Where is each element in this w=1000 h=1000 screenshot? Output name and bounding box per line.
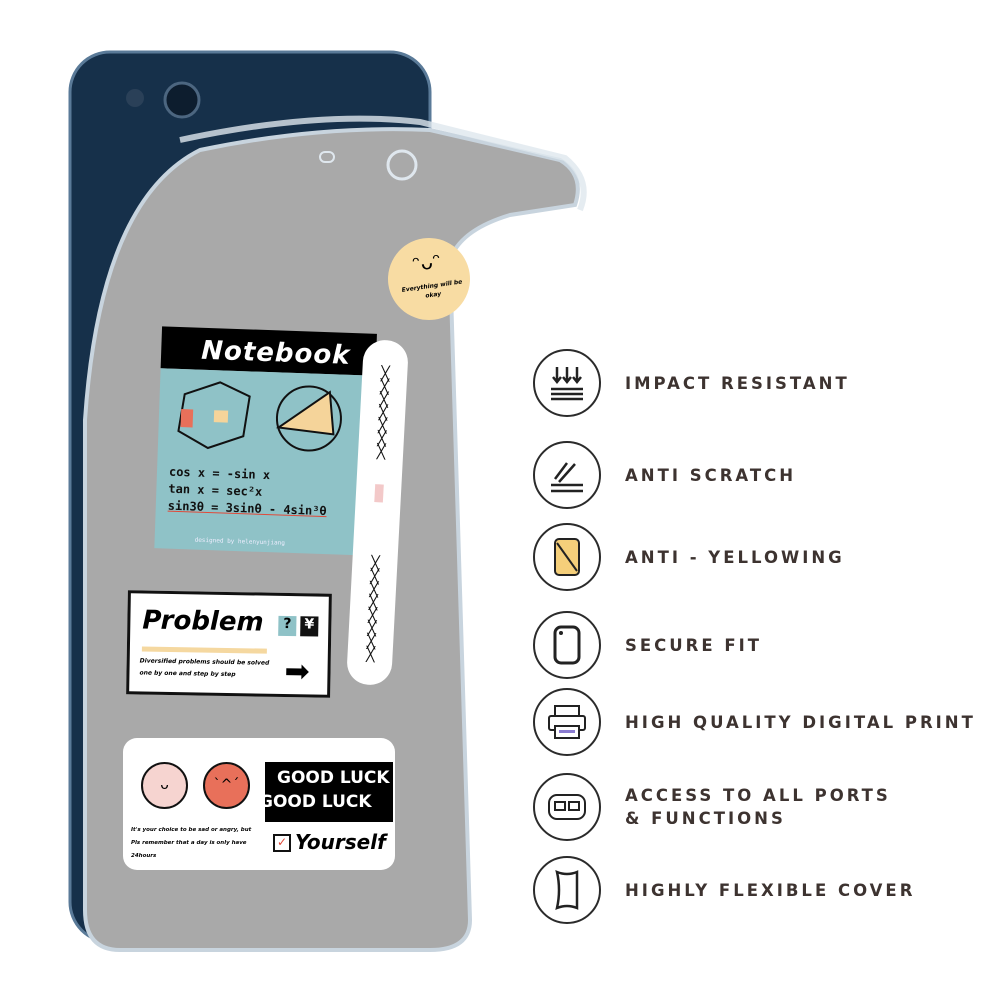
flexible-cover-icon bbox=[533, 856, 601, 924]
feature-label: ANTI SCRATCH bbox=[625, 465, 797, 485]
arrow-right-icon: ➡ bbox=[284, 653, 310, 690]
question-icon: ? bbox=[278, 615, 297, 637]
notebook-title: Notebook bbox=[160, 326, 377, 376]
yen-icon: ¥ bbox=[300, 616, 319, 637]
zigzag-pattern: ╳╳╳╳╳╳╳ bbox=[376, 366, 390, 461]
feature-label: ACCESS TO ALL PORTS & FUNCTIONS bbox=[625, 786, 891, 828]
yellowing-icon bbox=[533, 523, 601, 591]
smile-sticker-text: Everything will be okay bbox=[401, 278, 463, 300]
feature-anti-yellowing: ANTI - YELLOWING bbox=[533, 521, 845, 593]
pink-shape-icon: ▮ bbox=[369, 473, 390, 510]
feature-anti-scratch: ANTI SCRATCH bbox=[533, 439, 796, 511]
feature-ports-access: ACCESS TO ALL PORTS & FUNCTIONS bbox=[533, 771, 891, 843]
problem-title: Problem bbox=[142, 605, 264, 638]
good-luck-text: GOOD LUCK bbox=[265, 792, 372, 812]
good-luck-text: GOOD LUCK bbox=[277, 768, 390, 788]
feature-label: IMPACT RESISTANT bbox=[625, 373, 850, 393]
feature-label: ANTI - YELLOWING bbox=[625, 547, 845, 567]
crying-face-icon: ᴗ bbox=[141, 762, 188, 809]
yourself-text: Yourself bbox=[295, 830, 386, 854]
ports-icon bbox=[533, 773, 601, 841]
scratch-icon bbox=[533, 441, 601, 509]
secure-fit-icon bbox=[533, 611, 601, 679]
camera-icon bbox=[163, 81, 201, 119]
printer-icon bbox=[533, 688, 601, 756]
good-luck-caption: It's your choice to be sad or angry, but… bbox=[131, 827, 252, 859]
impact-icon bbox=[533, 349, 601, 417]
feature-flexible-cover: HIGHLY FLEXIBLE COVER bbox=[533, 854, 915, 926]
notebook-credit: designed by helenyunjiang bbox=[194, 536, 286, 547]
feature-impact-resistant: IMPACT RESISTANT bbox=[533, 347, 850, 419]
checkbox-icon: ✓ bbox=[273, 834, 291, 852]
feature-label: HIGHLY FLEXIBLE COVER bbox=[625, 880, 916, 900]
cube-triangle-drawing bbox=[177, 381, 342, 452]
problem-sticker: Problem ? ¥ Diversified problems should … bbox=[126, 590, 332, 698]
zigzag-pattern: ╳╳╳╳╳╳╳╳ bbox=[365, 555, 380, 664]
feature-label: SECURE FIT bbox=[625, 635, 763, 655]
flash-icon bbox=[126, 89, 144, 107]
good-luck-sticker: ᴗ ˋ^ˊ GOOD LUCK GOOD LUCK It's your choi… bbox=[123, 738, 395, 870]
angry-face-icon: ˋ^ˊ bbox=[203, 762, 250, 809]
feature-label: HIGH QUALITY DIGITAL PRINT bbox=[625, 712, 976, 732]
notebook-sticker: Notebook cos x = -sin x tan x = sec²x si… bbox=[154, 326, 377, 563]
problem-text: Diversified problems should be solved on… bbox=[139, 657, 270, 679]
feature-secure-fit: SECURE FIT bbox=[533, 609, 762, 681]
feature-digital-print: HIGH QUALITY DIGITAL PRINT bbox=[533, 686, 976, 758]
